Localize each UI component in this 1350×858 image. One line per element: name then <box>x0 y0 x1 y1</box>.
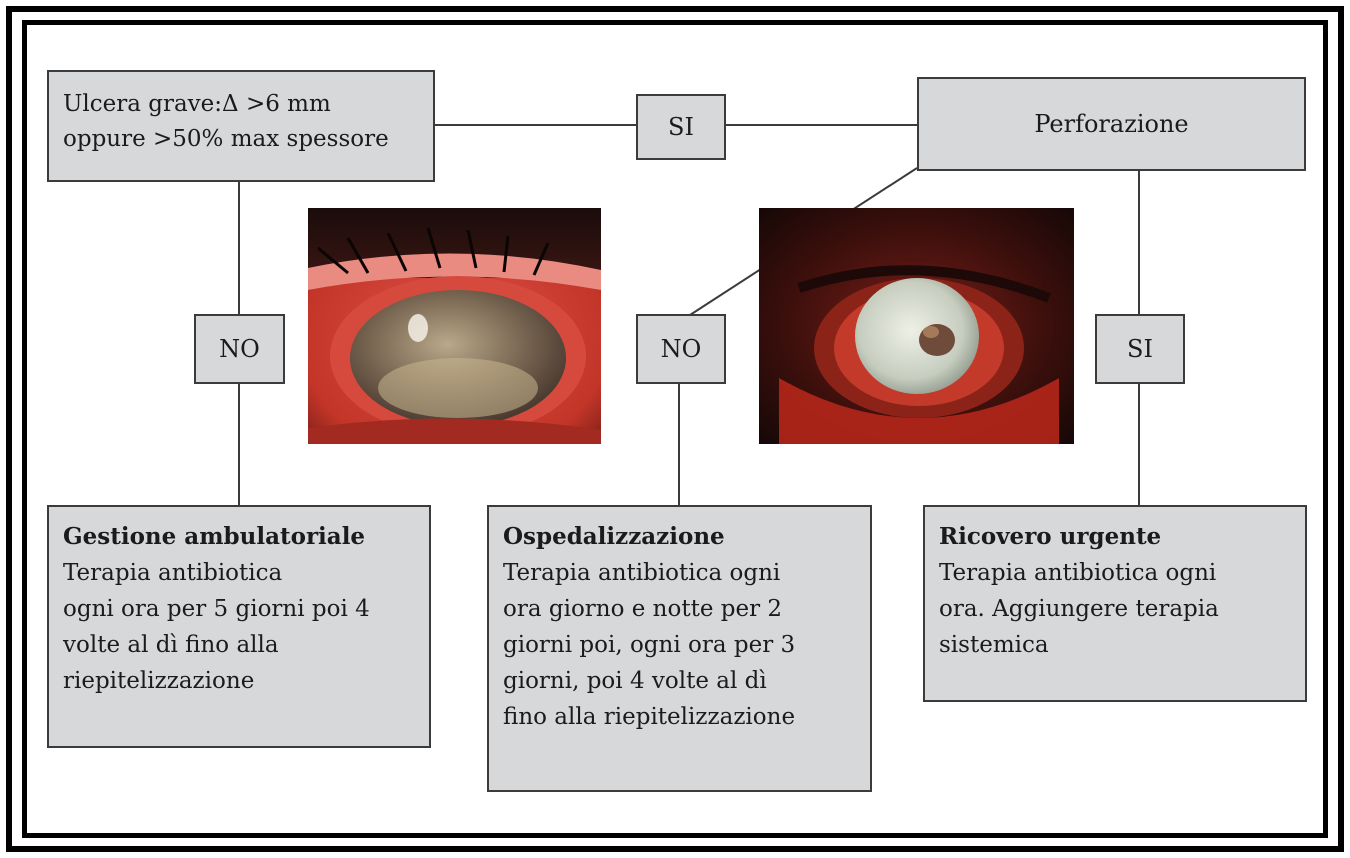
outpatient-title: Gestione ambulatoriale <box>63 519 419 555</box>
no-label-left-text: NO <box>219 335 260 363</box>
severe-ulcer-question-box: Ulcera grave:Δ >6 mm oppure >50% max spe… <box>47 70 435 182</box>
yes-label-top-text: SI <box>668 113 694 141</box>
no-label-left: NO <box>194 314 285 384</box>
outpatient-body: Terapia antibiotica ogni ora per 5 giorn… <box>63 555 419 699</box>
eye-perforation-photo <box>759 208 1074 444</box>
perforation-box: Perforazione <box>917 77 1306 171</box>
urgent-admission-box: Ricovero urgente Terapia antibiotica ogn… <box>923 505 1307 702</box>
hospitalization-box: Ospedalizzazione Terapia antibiotica ogn… <box>487 505 872 792</box>
question-line-1: Ulcera grave:Δ >6 mm <box>63 87 433 122</box>
hospitalization-title: Ospedalizzazione <box>503 519 860 555</box>
no-label-middle: NO <box>636 314 726 384</box>
yes-label-right-text: SI <box>1127 335 1153 363</box>
eye-ulcer-photo <box>308 208 601 444</box>
perforation-label: Perforazione <box>1034 110 1188 138</box>
hospitalization-body: Terapia antibiotica ogni ora giorno e no… <box>503 555 860 735</box>
question-line-2: oppure >50% max spessore <box>63 122 433 157</box>
yes-label-right: SI <box>1095 314 1185 384</box>
yes-label-top: SI <box>636 94 726 160</box>
no-label-middle-text: NO <box>661 335 702 363</box>
outpatient-management-box: Gestione ambulatoriale Terapia antibioti… <box>47 505 431 748</box>
urgent-title: Ricovero urgente <box>939 519 1295 555</box>
urgent-body: Terapia antibiotica ogni ora. Aggiungere… <box>939 555 1295 663</box>
